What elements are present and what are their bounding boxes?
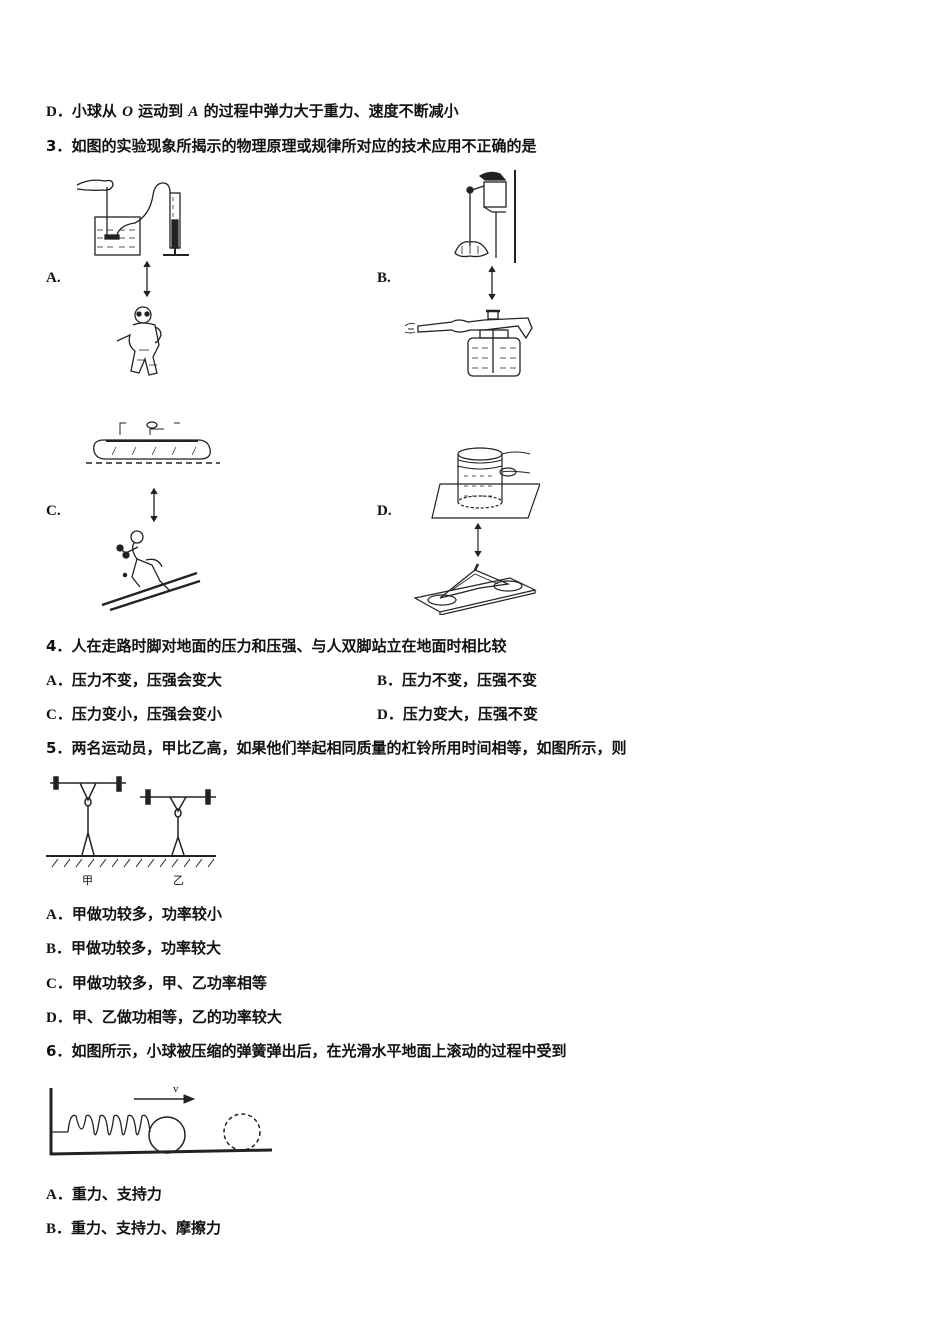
q5-stem: 5．两名运动员，甲比乙高，如果他们举起相同质量的杠铃所用时间相等，如图所示，则 (46, 739, 627, 757)
option-label: A． (46, 1187, 72, 1203)
q6-option-b[interactable]: B．重力、支持力、摩擦力 (46, 1219, 222, 1237)
weightlifters-illustration (46, 776, 216, 868)
suction-hook-and-spray-bottle-illustration (404, 170, 533, 377)
q5-option-d[interactable]: D．甲、乙做功相等，乙的功率较大 (46, 1008, 282, 1026)
option-label: C． (46, 976, 72, 992)
q4-option-d[interactable]: D．压力变大，压强不变 (377, 705, 538, 723)
q3-option-a-label: A. (46, 270, 61, 286)
spring-ball-illustration (49, 1088, 273, 1156)
option-label: A． (46, 673, 72, 689)
q3-figure-d (410, 440, 540, 615)
q6-figure-spring-ball: v (46, 1082, 276, 1158)
q3-figure-c (82, 415, 222, 615)
q5-option-b[interactable]: B．甲做功较多，功率较大 (46, 939, 222, 957)
q3-option-b-label: B. (377, 270, 391, 286)
option-label: B． (377, 673, 403, 689)
pressure-gauge-and-diver-illustration (76, 179, 189, 376)
cup-card-and-suction-holder-illustration (413, 447, 540, 615)
q5-option-c[interactable]: C．甲做功较多，甲、乙功率相等 (46, 974, 267, 992)
q3-figure-a (75, 175, 205, 380)
q4-option-b[interactable]: B．压力不变，压强不变 (377, 671, 538, 689)
q4-option-c[interactable]: C．压力变小，压强会变小 (46, 705, 222, 723)
option-label: D． (46, 104, 72, 120)
q3-option-c-label: C. (46, 503, 61, 519)
velocity-label: v (173, 1083, 179, 1095)
q3-option-d-label: D. (377, 503, 392, 519)
q6-stem: 6．如图所示，小球被压缩的弹簧弹出后，在光滑水平地面上滚动的过程中受到 (46, 1042, 567, 1060)
figure-label-jia: 甲 (82, 874, 93, 887)
q3-figure-b (400, 168, 535, 380)
option-label: D． (46, 1010, 72, 1026)
q3-stem: 3．如图的实验现象所揭示的物理原理或规律所对应的技术应用不正确的是 (46, 137, 537, 155)
q4-option-a[interactable]: A．压力不变，压强会变大 (46, 671, 222, 689)
q2-option-d: D．小球从 O 运动到 A 的过程中弹力大于重力、速度不断减小 (46, 102, 459, 120)
rollers-and-skier-illustration (86, 421, 220, 612)
option-label: D． (377, 707, 403, 723)
option-label: B． (46, 941, 72, 957)
option-label: B． (46, 1221, 72, 1237)
q6-option-a[interactable]: A．重力、支持力 (46, 1185, 162, 1203)
q5-option-a[interactable]: A．甲做功较多，功率较小 (46, 905, 222, 923)
q5-figure-weightlifters: 甲 乙 (46, 775, 216, 890)
option-label: C． (46, 707, 72, 723)
option-label: A． (46, 907, 72, 923)
q4-stem: 4．人在走路时脚对地面的压力和压强、与人双脚站立在地面时相比较 (46, 637, 507, 655)
figure-label-yi: 乙 (173, 874, 184, 887)
